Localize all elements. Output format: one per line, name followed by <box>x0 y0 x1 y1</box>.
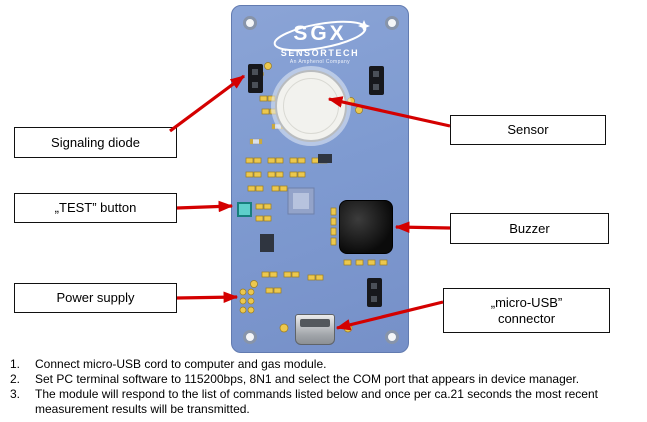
instruction-number: 2. <box>10 372 21 386</box>
brand-subtext: An Amphenol Company <box>289 59 351 65</box>
callout-micro-usb: „micro-USB” connector <box>443 288 610 333</box>
orbit-swoosh-icon <box>273 20 370 52</box>
callout-label: connector <box>497 310 556 326</box>
mounting-hole <box>385 16 399 30</box>
arrow-test-button <box>176 200 234 213</box>
callout-signaling-diode: Signaling diode <box>14 127 177 158</box>
gas-sensor <box>275 70 347 142</box>
instruction-item: 3. The module will respond to the list o… <box>10 387 638 417</box>
chips <box>260 154 332 252</box>
arrow-power-supply <box>176 291 239 303</box>
callout-label: Signaling diode <box>51 134 140 150</box>
callout-test-button: „TEST” button <box>14 193 177 223</box>
instruction-text: Connect micro-USB cord to computer and g… <box>35 357 327 371</box>
pcb-board: SGX SENSORTECH An Amphenol Company <box>231 5 409 353</box>
pin-header <box>248 64 263 93</box>
sgx-logo: SGX SENSORTECH An Amphenol Company <box>259 14 381 80</box>
test-button-component <box>237 202 252 217</box>
instruction-text: The module will respond to the list of c… <box>35 387 598 416</box>
callout-label: Buzzer <box>509 220 550 236</box>
callout-power-supply: Power supply <box>14 283 177 313</box>
callout-sensor: Sensor <box>450 115 606 145</box>
instruction-text: Set PC terminal software to 115200bps, 8… <box>35 372 580 386</box>
callout-label: „TEST” button <box>54 200 137 215</box>
mounting-hole <box>243 330 257 344</box>
brand-text: SENSORTECH <box>280 48 360 58</box>
pin-header <box>367 278 382 307</box>
callout-buzzer: Buzzer <box>450 213 609 244</box>
mounting-hole <box>385 330 399 344</box>
micro-usb-connector <box>295 314 335 345</box>
instruction-list: 1. Connect micro-USB cord to computer an… <box>10 357 638 417</box>
instruction-number: 3. <box>10 387 21 401</box>
pin-header <box>369 66 384 95</box>
instruction-item: 2. Set PC terminal software to 115200bps… <box>10 372 638 387</box>
callout-label: „micro-USB” <box>490 294 563 310</box>
solder-pads <box>239 62 388 333</box>
instruction-number: 1. <box>10 357 21 371</box>
callout-label: Sensor <box>507 122 549 137</box>
logo-text: SGX <box>293 22 347 45</box>
callout-label: Power supply <box>56 290 135 305</box>
instruction-item: 1. Connect micro-USB cord to computer an… <box>10 357 638 372</box>
buzzer-component <box>339 200 393 254</box>
mounting-hole <box>243 16 257 30</box>
